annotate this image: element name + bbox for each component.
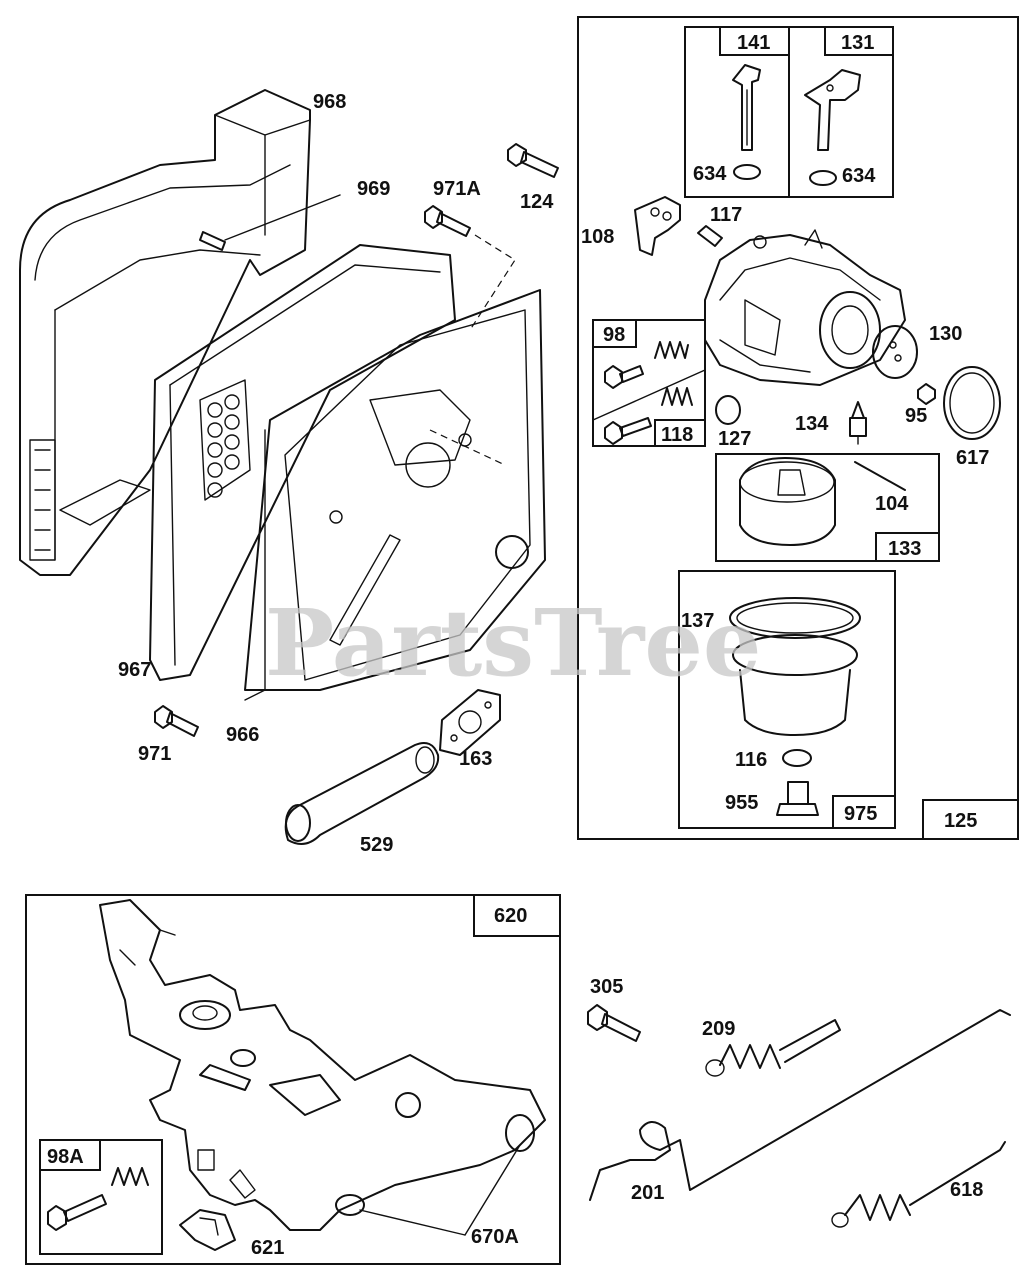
label-163: 163 (459, 748, 492, 770)
screw-971 (154, 705, 199, 737)
choke-shaft-131 (804, 69, 861, 151)
label-967: 967 (118, 659, 151, 681)
washer-116 (782, 749, 812, 767)
washer-634-a (733, 164, 761, 180)
label-971A: 971A (433, 178, 481, 200)
label-108: 108 (581, 226, 614, 248)
label-968: 968 (313, 91, 346, 113)
tag-975 (832, 795, 896, 829)
control-bracket-assembly (99, 899, 546, 1231)
spring-98 (654, 341, 689, 359)
box-98-divider (592, 369, 706, 421)
label-95: 95 (905, 405, 927, 427)
label-98A: 98A (47, 1146, 84, 1168)
gasket-617 (943, 366, 1001, 440)
tag-620 (473, 894, 561, 937)
spring-98A (111, 1167, 149, 1186)
float-133 (739, 457, 836, 546)
label-634-a: 634 (693, 163, 727, 185)
tag-141 (719, 26, 790, 56)
label-117: 117 (710, 204, 742, 226)
tag-125 (922, 799, 1019, 840)
screw-95 (917, 383, 936, 405)
governor-spring-209 (705, 1019, 841, 1077)
label-116: 116 (735, 749, 767, 771)
label-141: 141 (737, 32, 770, 54)
bowl-nut-955 (776, 781, 819, 816)
screw-118 (604, 417, 652, 445)
screw-969 (199, 194, 341, 251)
label-617: 617 (956, 447, 989, 469)
air-cleaner-cover-966 (244, 289, 546, 701)
label-104: 104 (875, 493, 909, 515)
governor-link-201 (589, 1009, 1011, 1201)
label-634-b: 634 (842, 165, 876, 187)
screw-98 (604, 365, 644, 389)
gasket-617-inner (949, 372, 995, 434)
air-cleaner-base-968 (19, 89, 311, 576)
label-618: 618 (950, 1179, 983, 1201)
screw-98A (47, 1194, 107, 1231)
label-620: 620 (494, 905, 527, 927)
screw-305 (587, 1004, 641, 1042)
label-98: 98 (603, 324, 625, 346)
label-137: 137 (681, 610, 714, 632)
label-118: 118 (661, 424, 693, 446)
label-209: 209 (702, 1018, 735, 1040)
carburetor-body (704, 229, 906, 386)
label-529: 529 (360, 834, 393, 856)
breather-tube-529 (284, 742, 440, 845)
float-pin-104 (854, 461, 906, 491)
welch-plug-127 (715, 395, 741, 425)
label-955: 955 (725, 792, 758, 814)
dashed-guide-971A (429, 234, 516, 466)
screw-124 (507, 143, 559, 178)
screw-971A (424, 205, 471, 237)
label-975: 975 (844, 803, 877, 825)
throttle-plate-108 (634, 196, 681, 256)
label-969: 969 (357, 178, 390, 200)
label-131: 131 (841, 32, 874, 54)
choke-plate-130 (872, 325, 918, 379)
air-filter-967 (149, 244, 456, 681)
bowl-137 (729, 597, 861, 736)
clip-621 (179, 1209, 236, 1251)
washer-634-b (809, 170, 837, 186)
label-133: 133 (888, 538, 921, 560)
label-966: 966 (226, 724, 259, 746)
extension-spring-618 (831, 1141, 1006, 1228)
label-125: 125 (944, 810, 977, 832)
tag-133 (875, 532, 940, 562)
label-305: 305 (590, 976, 623, 998)
label-134: 134 (795, 413, 829, 435)
label-127: 127 (718, 428, 751, 450)
spring-118 (661, 387, 693, 406)
watermark: PartsTree (265, 589, 761, 697)
label-201: 201 (631, 1182, 664, 1204)
label-130: 130 (929, 323, 962, 345)
pin-117 (697, 225, 723, 247)
tag-98A (39, 1139, 101, 1171)
throttle-shaft-141 (732, 64, 761, 151)
gasket-163 (439, 689, 501, 756)
tag-118 (654, 419, 706, 447)
label-124: 124 (520, 191, 554, 213)
needle-134 (849, 401, 867, 445)
leader-670A-a (464, 1144, 521, 1236)
label-621: 621 (251, 1237, 284, 1259)
label-670A: 670A (471, 1226, 519, 1248)
label-971: 971 (138, 743, 171, 765)
leader-670A-b (359, 1209, 466, 1236)
tag-98 (592, 319, 637, 348)
tag-131 (824, 26, 894, 56)
